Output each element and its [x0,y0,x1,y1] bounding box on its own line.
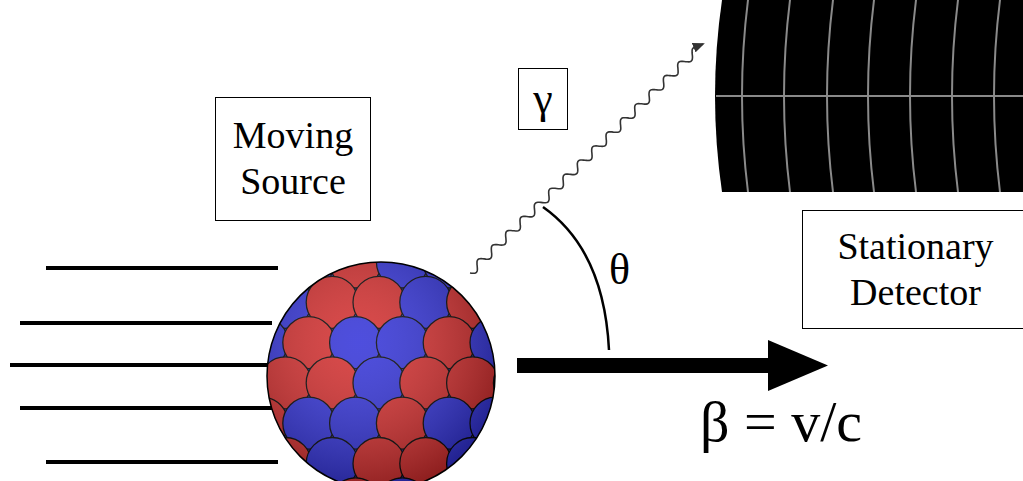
box-text: γ [527,73,558,126]
text-box: Stationary Detector [802,210,1023,329]
angle-label: θ [609,244,630,295]
photon-wave [470,44,703,273]
detector-array [715,0,1023,192]
box-text: Stationary Detector [803,224,1023,315]
nucleus [236,236,779,481]
text-box: Moving Source [215,97,371,221]
box-text: Moving Source [216,113,370,204]
text-box: γ [518,68,568,130]
velocity-arrow [517,340,828,391]
motion-lines [10,268,278,462]
velocity-label: β = v/c [700,388,862,455]
angle-arc [543,207,609,350]
